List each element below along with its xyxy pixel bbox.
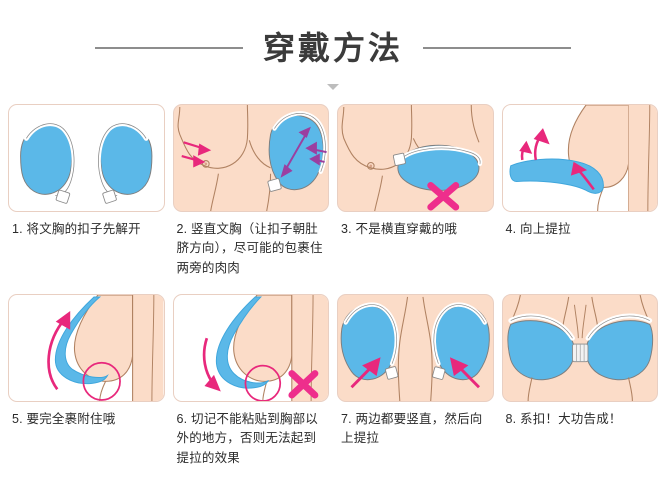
step-illustration-3 [337,104,494,212]
steps-grid-row-1: 1. 将文胸的扣子先解开 [8,104,658,278]
two-vertical-cups-torso-icon [340,296,490,401]
step-cell-1: 1. 将文胸的扣子先解开 [8,104,165,278]
steps-grid-row-2: 5. 要完全裹附住哦 [8,294,658,468]
side-view-detached-cross-icon [202,295,328,401]
step-illustration-6 [172,294,329,402]
page-title: 穿戴方法 [262,29,403,67]
torso-horizontal-cup-cross-icon [341,105,483,211]
step-cell-7: 7. 两边都要竖直，然后向上提拉 [337,294,494,468]
step-illustration-2 [172,104,329,212]
two-detached-cups-icon [20,121,153,204]
torso-vertical-cup-arrows-icon [177,105,328,211]
step-caption-2: 2. 竖直文胸（让扣子朝肚脐方向），尽可能的包裹住两旁的肉肉 [176,222,323,275]
step-caption-3: 3. 不是横直穿戴的哦 [341,222,458,236]
step-illustration-8 [501,294,658,402]
divider-right-icon [423,47,571,49]
caret-down-icon [327,84,339,90]
step-illustration-4 [501,104,658,212]
step-cell-5: 5. 要完全裹附住哦 [8,294,165,468]
step-illustration-5 [8,294,165,402]
step-cell-3: 3. 不是横直穿戴的哦 [337,104,494,278]
step-illustration-1 [8,104,165,212]
side-view-wrapped-circle-icon [47,295,164,401]
step-cell-2: 2. 竖直文胸（让扣子朝肚脐方向），尽可能的包裹住两旁的肉肉 [172,104,329,278]
step-caption-4: 4. 向上提拉 [505,222,571,236]
step-illustration-7 [337,294,494,402]
step-caption-7: 7. 两边都要竖直，然后向上提拉 [341,412,483,446]
step-caption-1: 1. 将文胸的扣子先解开 [12,222,141,236]
page-header: 穿戴方法 [0,0,666,96]
divider-left-icon [94,47,243,49]
step-caption-8: 8. 系扣！大功告成！ [505,412,622,426]
step-cell-6: 6. 切记不能粘贴到胸部以外的地方，否则无法起到提拉的效果 [172,294,329,468]
step-cell-8: 8. 系扣！大功告成！ [501,294,658,468]
side-view-lift-arrows-icon [509,105,657,211]
step-cell-4: 4. 向上提拉 [501,104,658,278]
step-caption-6: 6. 切记不能粘贴到胸部以外的地方，否则无法起到提拉的效果 [176,412,318,465]
fastened-bra-front-icon [506,295,653,401]
step-caption-5: 5. 要完全裹附住哦 [12,412,116,426]
